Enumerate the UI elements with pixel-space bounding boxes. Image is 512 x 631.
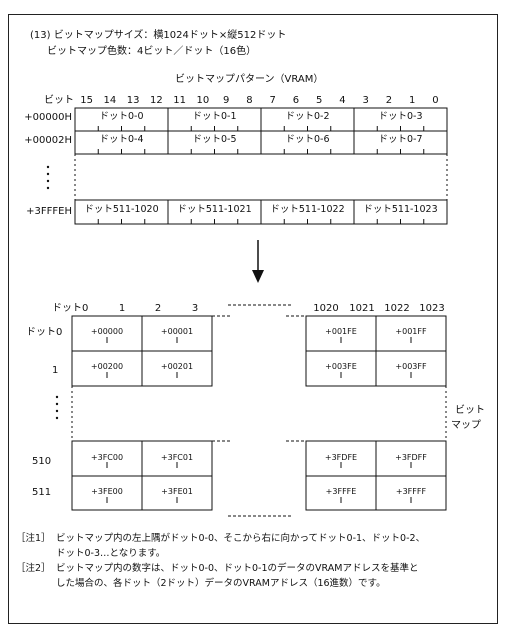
vram-cell: ドット511-1023 [363, 204, 438, 215]
map-x-tick-1023: 1023 [419, 303, 445, 314]
note-2-line-a: ビットマップ内の数字は、ドット0-0、ドット0-1のデータのVRAMアドレスを基… [56, 563, 419, 574]
bit-number: 0 [432, 95, 439, 106]
map-y-tick-1: 1 [52, 365, 59, 376]
note-2-tag: ［注2］ [16, 563, 51, 574]
bit-number: 14 [103, 95, 117, 106]
cell-right-top-0: +001FE [325, 327, 357, 336]
cell-left-top-2: +00200 [90, 362, 124, 371]
vram-cell: ドット511-1022 [270, 204, 345, 215]
bit-number: 5 [315, 95, 323, 106]
cell-right-bottom-0: +3FDFE [324, 453, 358, 462]
vram-cell: ドット0-7 [378, 134, 423, 145]
map-x-tick-3: 3 [191, 303, 199, 314]
vram-cell: ドット511-1021 [177, 204, 252, 215]
vram-cell: ドット511-1020 [84, 204, 159, 215]
vram-cell: ドット0-0 [99, 111, 144, 122]
vram-cell: ドット0-6 [285, 134, 330, 145]
note-1-line-b: ドット0-3…となります。 [56, 548, 166, 559]
cell-right-bottom-3: +3FFFF [395, 487, 427, 496]
vram-cell: ドット0-1 [192, 111, 237, 122]
note-2-line-b: した場合の、各ドット（2ドット）データのVRAMアドレス（16進数）です。 [56, 578, 386, 589]
cell-right-top-3: +003FF [395, 362, 427, 371]
bit-number: 13 [126, 95, 140, 106]
vram-cell: ドット0-5 [192, 134, 237, 145]
bit-number: 3 [362, 95, 369, 106]
map-x-label: ドット0 [52, 303, 89, 314]
map-x-tick-1020: 1020 [313, 303, 339, 314]
bit-number: 6 [292, 95, 300, 106]
heading-line-1: (13) ビットマップサイズ：横1024ドット×縦512ドット [30, 30, 287, 41]
vram-cell: ドット0-3 [378, 111, 423, 122]
vram-cell: ドット0-2 [285, 111, 330, 122]
map-x-tick-2: 2 [154, 303, 162, 314]
cell-right-bottom-1: +3FDFF [395, 453, 427, 462]
bit-number: 12 [150, 95, 163, 106]
cell-left-bottom-0: +3FC00 [90, 453, 124, 462]
bit-number: 2 [385, 95, 393, 106]
side-label-map: マップ [451, 420, 481, 431]
address-row-1: +00002H [24, 135, 72, 146]
cell-left-bottom-2: +3FE00 [91, 487, 123, 496]
address-row-0: +00000H [24, 112, 72, 123]
map-y-label: ドット0 [26, 327, 63, 338]
figure-frame [8, 14, 498, 624]
note-1-tag: ［注1］ [16, 533, 51, 544]
bit-number: 1 [408, 95, 416, 106]
cell-left-top-0: +00000 [90, 327, 124, 336]
cell-right-top-2: +003FE [325, 362, 357, 371]
bit-number: 15 [80, 95, 93, 106]
bit-label: ビット [44, 95, 74, 106]
cell-left-bottom-3: +3FE01 [161, 487, 193, 496]
note-1-line-a: ビットマップ内の左上隅がドット0-0、そこから右に向かってドット0-1、ドット0… [56, 533, 426, 544]
vram-cell: ドット0-4 [99, 134, 144, 145]
cell-left-top-3: +00201 [160, 362, 194, 371]
bit-number: 7 [269, 95, 276, 106]
vram-title: ビットマップパターン（VRAM） [175, 74, 324, 85]
address-row-last: +3FFFEH [26, 206, 72, 217]
bit-number: 9 [222, 95, 230, 106]
bit-number: 4 [339, 95, 346, 106]
map-x-tick-1: 1 [118, 303, 126, 314]
side-label-bit: ビット [455, 405, 485, 416]
map-x-tick-1022: 1022 [384, 303, 410, 314]
bit-number: 8 [246, 95, 253, 106]
down-arrow-icon [252, 240, 264, 283]
bit-number: 11 [173, 95, 186, 106]
map-y-tick-511: 511 [32, 487, 52, 498]
map-x-tick-1021: 1021 [349, 303, 375, 314]
cell-left-bottom-1: +3FC01 [160, 453, 194, 462]
heading-line-2: ビットマップ色数：4ビット／ドット（16色） [47, 46, 257, 57]
cell-left-top-1: +00001 [160, 327, 194, 336]
map-y-tick-510: 510 [32, 456, 52, 467]
bit-number: 10 [196, 95, 210, 106]
cell-right-top-1: +001FF [395, 327, 427, 336]
cell-right-bottom-2: +3FFFE [325, 487, 357, 496]
